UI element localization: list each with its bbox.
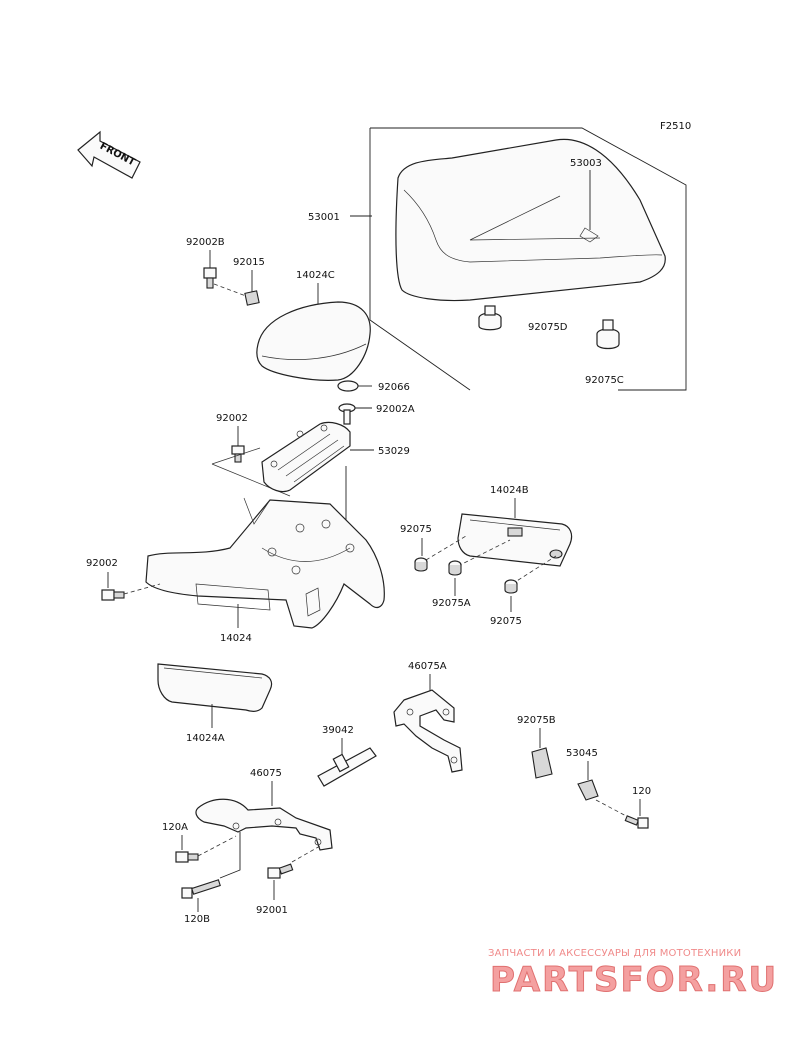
grommet-92075a-part — [448, 560, 462, 576]
label-120b: 120B — [184, 914, 210, 925]
damper-92075d-part — [478, 305, 502, 331]
carrier-53029-part — [261, 421, 351, 493]
bolt-92002b-part — [203, 267, 217, 289]
label-92075b: 92075B — [517, 715, 556, 726]
cap-92066-part — [337, 380, 359, 392]
label-14024b: 14024B — [490, 485, 529, 496]
front-arrow-icon: FRONT — [77, 130, 141, 179]
rear-cowl-14024-part — [145, 497, 385, 629]
bracket-46075-part — [195, 798, 333, 851]
label-92001: 92001 — [256, 905, 288, 916]
label-92066: 92066 — [378, 382, 410, 393]
bolt-92002-left-part — [101, 589, 125, 601]
main-seat-part — [395, 138, 666, 302]
label-92002a: 92002A — [376, 404, 415, 415]
label-14024c: 14024C — [296, 270, 335, 281]
label-120a: 120A — [162, 822, 188, 833]
label-39042: 39042 — [322, 725, 354, 736]
label-92002-left: 92002 — [86, 558, 118, 569]
bracket-46075a-part — [393, 689, 463, 773]
side-cover-14024a-part — [157, 663, 273, 712]
label-92075d: 92075D — [528, 322, 568, 333]
bolt-120a-part — [175, 851, 199, 863]
label-53001: 53001 — [308, 212, 340, 223]
bolt-120-part — [624, 815, 649, 829]
label-53003: 53003 — [570, 158, 602, 169]
label-46075a: 46075A — [408, 661, 447, 672]
watermark-tagline: ЗАПЧАСТИ И АКСЕССУАРЫ ДЛЯ МОТОТЕХНИКИ — [488, 948, 742, 959]
label-92075c: 92075C — [585, 375, 624, 386]
label-92002-top: 92002 — [216, 413, 248, 424]
bolt-92001-part — [267, 863, 294, 879]
grommet-92075-upper-part — [414, 557, 428, 572]
stopper-53045-part — [577, 779, 599, 801]
grommet-92075b-part — [531, 747, 553, 779]
side-cover-14024b-part — [457, 513, 573, 567]
label-92002b: 92002B — [186, 237, 225, 248]
watermark-logo: PARTSFOR.RU — [489, 960, 779, 1001]
label-120: 120 — [632, 786, 651, 797]
bolt-120b-part — [181, 879, 221, 899]
label-92075-upper: 92075 — [400, 524, 432, 535]
bolt-92002-top-part — [231, 445, 245, 463]
label-92075-lower: 92075 — [490, 616, 522, 627]
label-92075a: 92075A — [432, 598, 471, 609]
grommet-92075-lower-part — [504, 579, 518, 594]
nut-92015-part — [244, 290, 260, 306]
label-46075: 46075 — [250, 768, 282, 779]
label-14024: 14024 — [220, 633, 252, 644]
pipe-39042-part — [317, 747, 377, 787]
seat-cowl-14024c-part — [256, 301, 371, 381]
screw-92002a-part — [338, 403, 356, 425]
damper-92075c-part — [596, 319, 620, 350]
label-53029: 53029 — [378, 446, 410, 457]
label-53045: 53045 — [566, 748, 598, 759]
figure-id-label: F2510 — [660, 121, 691, 132]
label-14024a: 14024A — [186, 733, 225, 744]
label-92015: 92015 — [233, 257, 265, 268]
seat-group-outline — [369, 127, 687, 391]
